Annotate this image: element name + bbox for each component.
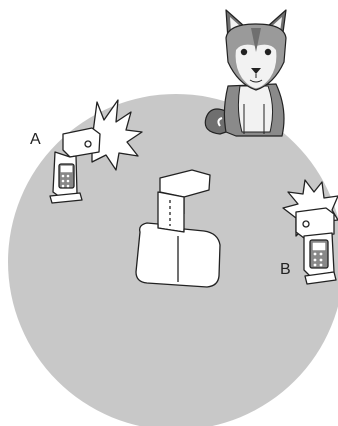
flash-burst-a-icon bbox=[91, 99, 143, 171]
flash-a-label: A bbox=[30, 131, 41, 148]
flash-b-unit: B bbox=[280, 179, 338, 285]
flash-b-label: B bbox=[280, 261, 291, 278]
dog-subject-icon bbox=[204, 9, 287, 137]
camera-with-flash-icon bbox=[135, 169, 221, 288]
flash-a-unit: A bbox=[30, 99, 143, 204]
